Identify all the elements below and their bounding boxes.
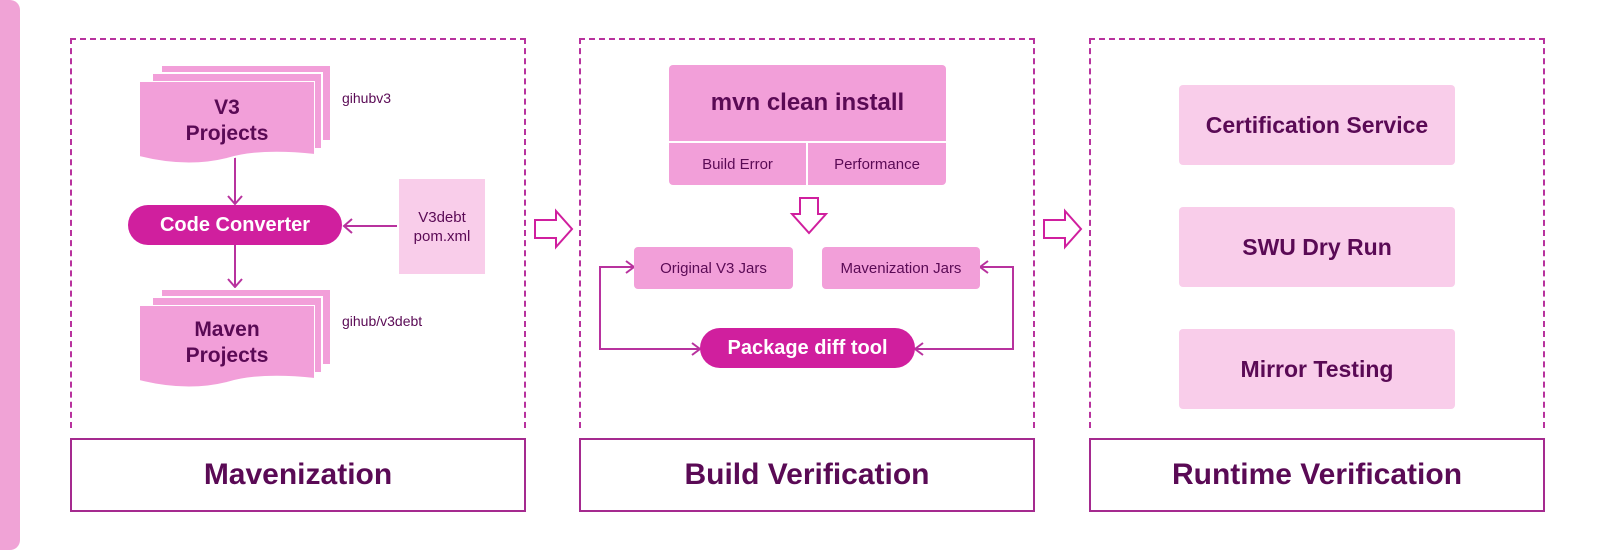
code-converter-pill: Code Converter [128,205,342,245]
build-error-cell: Build Error [669,143,806,185]
v3-projects-label: V3 Projects [185,96,269,145]
runtime-verification-title: Runtime Verification [1089,438,1545,512]
v3-projects-document-icon [139,81,315,165]
swu-dry-run-box: SWU Dry Run [1179,207,1455,287]
v3-repo-label: gihubv3 [342,90,392,106]
maven-repo-label: gihub/v3debt [342,313,423,329]
mavenization-title: Mavenization [70,438,526,512]
package-diff-tool-pill: Package diff tool [700,328,915,368]
performance-cell: Performance [808,143,946,185]
left-accent-bar [0,0,20,550]
maven-projects-document-icon [139,305,315,389]
maven-projects-label: Maven Projects [185,318,269,367]
original-v3-jars-box: Original V3 Jars [634,247,793,289]
v3debt-config-box: V3debt pom.xml [399,179,485,274]
runtime-verification-panel [1089,38,1545,428]
mavenization-jars-box: Mavenization Jars [822,247,980,289]
mirror-testing-box: Mirror Testing [1179,329,1455,409]
build-verification-panel [579,38,1035,428]
certification-service-box: Certification Service [1179,85,1455,165]
build-verification-title: Build Verification [579,438,1035,512]
mavenization-panel [70,38,526,428]
mvn-clean-install-box: mvn clean install [669,65,946,141]
